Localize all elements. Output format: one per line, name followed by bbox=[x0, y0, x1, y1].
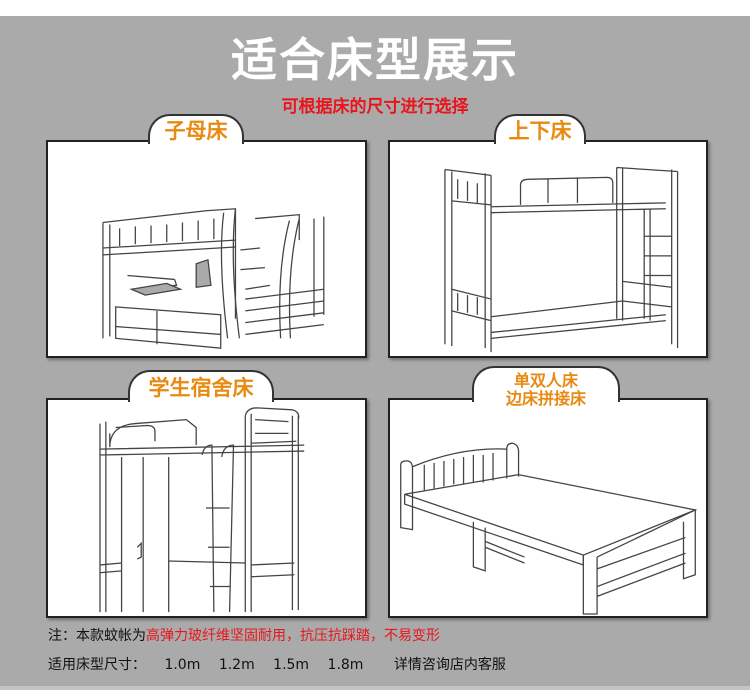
page-title: 适合床型展示 bbox=[231, 33, 519, 87]
size-1-2m: 1.2m bbox=[218, 657, 255, 673]
tab-label-metal-bunk: 上下床 bbox=[494, 114, 586, 144]
page-subtitle: 可根据床的尺寸进行选择 bbox=[281, 97, 469, 117]
metal-bunk-bed-icon bbox=[444, 166, 679, 353]
top-white-strip bbox=[0, 0, 750, 16]
tab-label-text: 上下床 bbox=[508, 119, 572, 143]
note-highlight: 高弹力玻纤维坚固耐用，抗压抗踩踏，不易变形 bbox=[146, 628, 440, 644]
tab-label-text: 子母床 bbox=[164, 119, 228, 143]
panel-bunk-with-stairs bbox=[46, 140, 367, 358]
size-1-5m: 1.5m bbox=[273, 657, 310, 673]
footer-note: 注：本款蚊帐为高弹力玻纤维坚固耐用，抗压抗踩踏，不易变形 bbox=[48, 626, 440, 646]
size-1-0m: 1.0m bbox=[164, 657, 201, 673]
tab-label-line2: 边床拼接床 bbox=[505, 389, 586, 408]
bunk-bed-with-stairs-icon bbox=[102, 208, 325, 349]
tab-label-bunk-with-stairs: 子母床 bbox=[148, 114, 244, 144]
panel-metal-bunk bbox=[388, 140, 708, 358]
tab-label-student-dorm-bed: 学生宿舍床 bbox=[128, 370, 274, 402]
note-prefix: 注：本款蚊帐为 bbox=[48, 628, 146, 644]
tab-label-text: 学生宿舍床 bbox=[148, 376, 254, 400]
size-1-8m: 1.8m bbox=[327, 657, 364, 673]
loft-bed-with-wardrobe-icon bbox=[99, 407, 305, 613]
sizes-label: 适用床型尺寸： bbox=[48, 657, 146, 673]
single-wooden-bed-icon bbox=[400, 442, 698, 615]
footer-sizes: 适用床型尺寸： 1.0m 1.2m 1.5m 1.8m 详情咨询店内客服 bbox=[48, 655, 506, 675]
panel-single-double-bed bbox=[388, 398, 708, 618]
bottom-divider bbox=[0, 686, 750, 690]
panel-student-dorm-bed bbox=[46, 398, 367, 618]
contact-note: 详情咨询店内客服 bbox=[393, 657, 506, 673]
tab-label-single-double-bed: 单双人床 边床拼接床 bbox=[472, 366, 620, 408]
tab-label-line1: 单双人床 bbox=[513, 371, 578, 390]
